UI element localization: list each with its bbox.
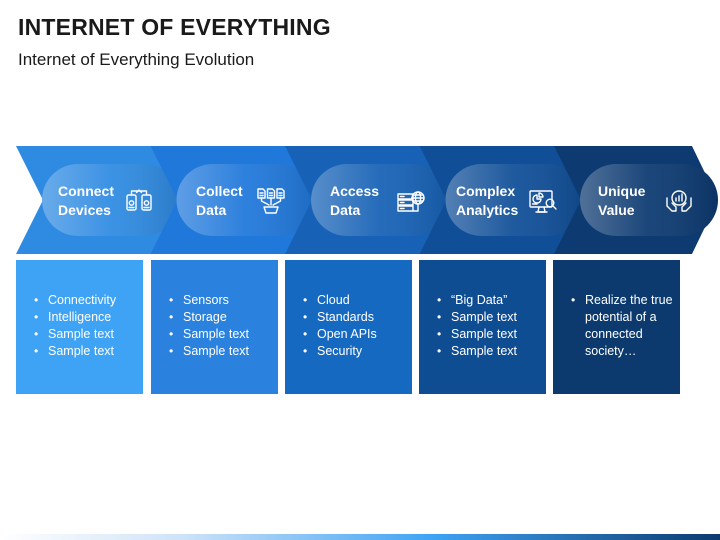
bullet-item: Sample text — [437, 309, 540, 326]
bullet-line: potential of a — [585, 310, 657, 324]
bullet-list: Connectivity Intelligence Sample text Sa… — [34, 292, 137, 360]
bullet-item: Realize the true potential of a connecte… — [571, 292, 674, 360]
stage-label-line: Complex — [456, 183, 516, 199]
collect-data-icon — [257, 188, 285, 214]
bullet-item: Open APIs — [303, 326, 406, 343]
footer-accent-bar — [0, 534, 720, 540]
chevron-pill-shade — [445, 164, 584, 236]
stage-label-unique-value: Unique Value — [598, 182, 690, 220]
bullet-item: Sample text — [34, 343, 137, 360]
bullet-list: “Big Data” Sample text Sample text Sampl… — [437, 292, 540, 360]
stage-panel-collect-data: Sensors Storage Sample text Sample text — [151, 260, 278, 394]
chevron-pill-shade — [580, 164, 718, 236]
bullet-line: society… — [585, 344, 637, 358]
connected-devices-icon — [126, 189, 152, 211]
bullet-item: Connectivity — [34, 292, 137, 309]
bullet-line: Realize the true — [585, 293, 673, 307]
stage-panel-complex-analytics: “Big Data” Sample text Sample text Sampl… — [419, 260, 546, 394]
bullet-item: Sensors — [169, 292, 272, 309]
bullet-item: Sample text — [437, 326, 540, 343]
bullet-list: Sensors Storage Sample text Sample text — [169, 292, 272, 360]
stage-label-collect-data: Collect Data — [196, 182, 288, 220]
stage-label-line: Unique — [598, 183, 646, 199]
stage-label-line: Value — [598, 202, 635, 218]
stage-panel-connect-devices: Connectivity Intelligence Sample text Sa… — [16, 260, 143, 394]
stage-label-connect-devices: Connect Devices — [58, 182, 150, 220]
value-hands-icon — [666, 190, 692, 212]
stage-label-line: Connect — [58, 183, 114, 199]
stage-label-line: Data — [330, 202, 361, 218]
bullet-item: Sample text — [169, 326, 272, 343]
stage-panel-unique-value: Realize the true potential of a connecte… — [553, 260, 680, 394]
process-chevrons — [16, 146, 718, 254]
stage-panel-access-data: Cloud Standards Open APIs Security — [285, 260, 412, 394]
page-subtitle: Internet of Everything Evolution — [18, 50, 255, 69]
bullet-item: “Big Data” — [437, 292, 540, 309]
bullet-item: Cloud — [303, 292, 406, 309]
bullet-item: Security — [303, 343, 406, 360]
bullet-list: Realize the true potential of a connecte… — [571, 292, 674, 360]
bullet-item: Sample text — [437, 343, 540, 360]
stage-label-line: Analytics — [456, 202, 519, 218]
stage-label-access-data: Access Data — [330, 182, 422, 220]
bullet-list: Cloud Standards Open APIs Security — [303, 292, 406, 360]
page-title: INTERNET OF EVERYTHING — [18, 14, 331, 40]
bullet-item: Standards — [303, 309, 406, 326]
bullet-item: Sample text — [34, 326, 137, 343]
stage-label-line: Access — [330, 183, 380, 199]
stage-label-line: Devices — [58, 202, 111, 218]
stage-label-line: Data — [196, 202, 227, 218]
chevron-pill-shade — [311, 164, 449, 236]
bullet-item: Storage — [169, 309, 272, 326]
chevron-pill-shade — [42, 164, 180, 236]
stage-label-complex-analytics: Complex Analytics — [456, 182, 548, 220]
bullet-item: Intelligence — [34, 309, 137, 326]
chevron-pill-shade — [176, 164, 315, 236]
bullet-line: connected — [585, 327, 643, 341]
bullet-item: Sample text — [169, 343, 272, 360]
analytics-monitor-icon — [529, 190, 557, 213]
stage-label-line: Collect — [196, 183, 243, 199]
access-data-globe-icon — [397, 191, 425, 212]
